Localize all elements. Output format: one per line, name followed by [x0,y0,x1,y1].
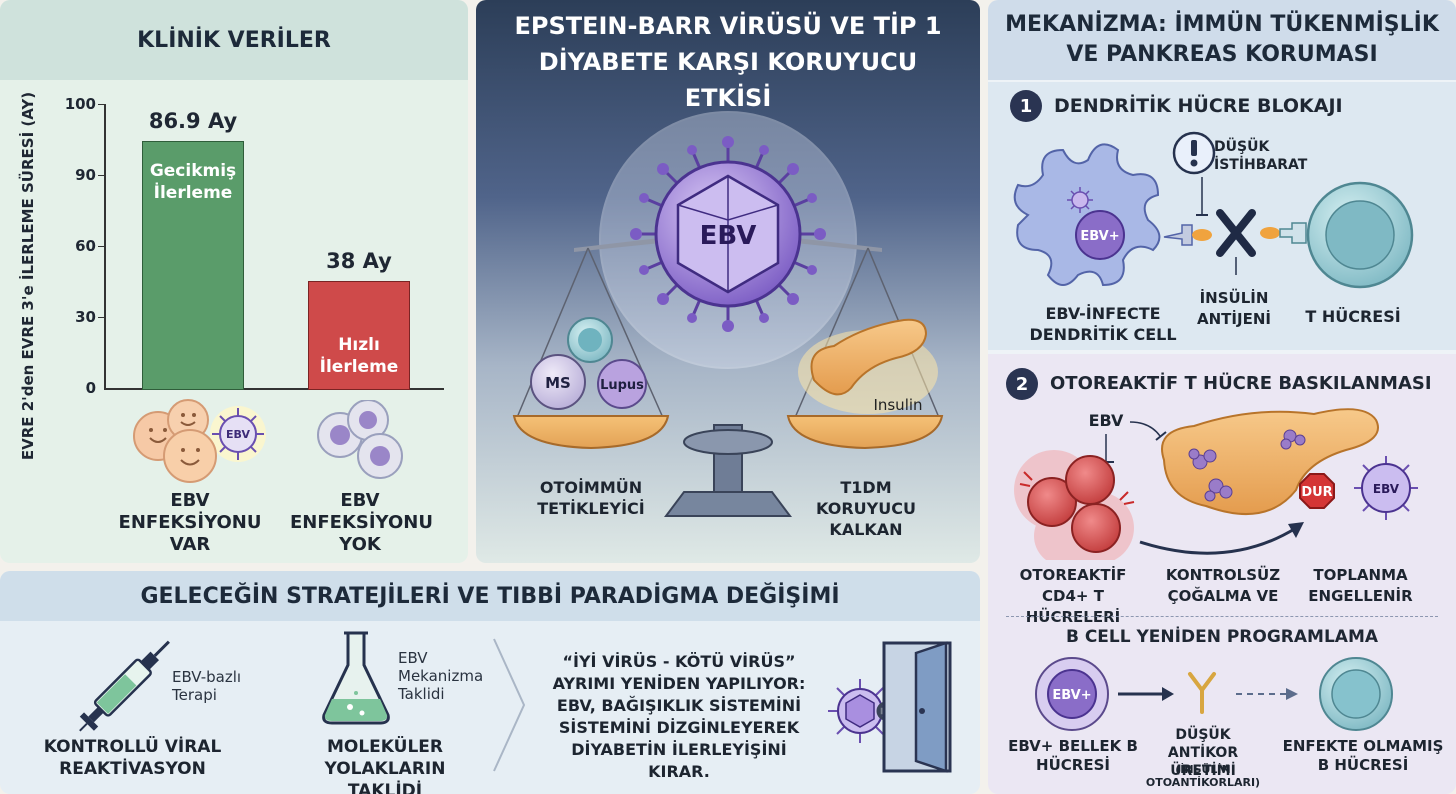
section1-title: DENDRİTİK HÜCRE BLOKAJI [1054,95,1343,117]
molecular-pathways-label: MOLEKÜLER YOLAKLARIN TAKLİDİ [324,737,446,794]
svg-text:Insulin: Insulin [873,396,922,414]
ytick-60: 60 [75,237,96,255]
bar-ebv-positive [142,141,244,390]
bar2-value-label: 38 Ay [326,249,392,274]
controlled-reactivation-label: KONTROLLÜ VİRAL REAKTİVASYON [43,737,222,779]
ebv-memory-b-cell-label: EBV+ BELLEK B HÜCRESİ [1008,737,1138,774]
ms-ball: MS [530,354,586,410]
svg-text:EBV: EBV [226,428,250,441]
section-divider [1006,616,1438,617]
left-caption: OTOİMMÜN TETİKLEYİCİ [537,478,645,518]
right-caption: T1DM KORUYUCU KALKAN [816,478,916,539]
ebv-mechanism-mimic-label: EBV Mekanizma Taklidi [398,649,484,703]
x-axis-line [104,388,444,390]
b-cell-reprogramming-illustration: EBV+ [1035,657,1393,731]
center-panel: EPSTEIN-BARR VİRÜSÜ VE TİP 1 DİYABETE KA… [476,0,980,563]
center-title: EPSTEIN-BARR VİRÜSÜ VE TİP 1 DİYABETE KA… [514,12,942,112]
section1-number: 1 [1010,90,1042,122]
svg-text:Lupus: Lupus [600,378,644,393]
y-axis-line [104,104,106,390]
future-title: GELECEĞİN STRATEJİLERİ VE TIBBİ PARADİGM… [140,583,840,609]
dendritic-block-illustration: EBV+ [1013,131,1414,289]
uninfected-b-cell-label: ENFEKTE OLMAMIŞ B HÜCRESİ [1282,737,1444,774]
dendritic-cell-label: EBV-İNFECTE DENDRİTİK CELL [1029,304,1177,344]
ytick-100: 100 [64,95,96,113]
bar-ebv-negative [308,281,410,390]
flask-icon [322,631,390,725]
ebv-therapy-label: EBV-bazlı Terapi [172,668,242,704]
section2-title: OTOREAKTİF T HÜCRE BASKILANMASI [1050,373,1432,394]
balance-scale-illustration: MS Lupus Insulin [512,111,944,517]
group-label-ebv-yes: EBV ENFEKSİYONU VAR [118,490,262,555]
bar2-inner-label: Hızlı İlerleme [319,335,399,377]
recruitment-blocked-label: TOPLANMA ENGELLENİR [1308,566,1413,605]
ytick-90: 90 [75,166,96,184]
low-antibody-label: DÜŞÜK ANTİKOR ÜRETİMİ [1167,727,1239,779]
pancreas-insulin: Insulin [798,318,938,414]
svg-text:EBV+: EBV+ [1080,229,1119,244]
clinical-header: KLİNİK VERİLER [0,0,468,80]
syringe-icon [79,640,170,732]
lupus-ball: Lupus [597,359,647,409]
paradigm-quote: “İYİ VİRÜS - KÖTÜ VİRÜS” AYRIMI YENİDEN … [552,652,806,781]
low-intel-label: DÜŞÜK İSTİHBARAT [1214,139,1308,173]
section3-title: B CELL YENİDEN PROGRAMLAMA [1065,627,1379,647]
ytick-30: 30 [75,308,96,326]
svg-text:DUR: DUR [1301,485,1332,500]
t-cell-label: T HÜCRESİ [1305,307,1401,326]
t-cell-suppression-illustration: EBV DUR EBV [1014,408,1418,560]
clinical-title: KLİNİK VERİLER [137,27,331,53]
chevron-divider-icon [493,638,526,772]
healthy-faces-icon: EBV [133,399,266,483]
bar1-inner-label: Gecikmiş İlerleme [149,161,237,203]
svg-text:EBV: EBV [700,221,757,251]
mechanism-panel: MEKANİZMA: İMMÜN TÜKENMİŞLİK VE PANKREAS… [988,0,1456,794]
svg-text:EBV+: EBV+ [1052,688,1091,703]
uncontrolled-proliferation-label: KONTROLSÜZ ÇOĞALMA VE [1165,566,1281,605]
insulin-antigen-label: İNSÜLİN ANTİJENİ [1197,289,1271,328]
future-header: GELECEĞİN STRATEJİLERİ VE TIBBİ PARADİGM… [0,571,980,621]
ytick-0: 0 [85,379,96,397]
ebv-virus-small-icon: EBV [210,406,266,462]
bar1-value-label: 86.9 Ay [148,109,238,134]
insulin-autoantibodies-label: (İNSÜLİN OTOANTİKORLARI) [1145,763,1261,789]
svg-text:MS: MS [545,374,571,392]
group-label-ebv-no: EBV ENFEKSİYONU YOK [290,490,433,555]
svg-text:EBV: EBV [1089,411,1124,430]
mechanism-title: MEKANİZMA: İMMÜN TÜKENMİŞLİK VE PANKREAS… [1005,12,1439,67]
immune-cells-icon [317,400,403,479]
future-panel: GELECEĞİN STRATEJİLERİ VE TIBBİ PARADİGM… [0,571,980,794]
autoreactive-cd4-label: OTOREAKTİF CD4+ T HÜCRELERİ [1019,566,1127,626]
virus-key-door-icon [828,641,952,773]
svg-text:EBV: EBV [1373,482,1400,496]
mechanism-header: MEKANİZMA: İMMÜN TÜKENMİŞLİK VE PANKREAS… [988,0,1456,80]
section2-number: 2 [1006,368,1038,400]
clinical-panel: KLİNİK VERİLER EVRE 2'den EVRE 3'e İLERL… [0,0,468,563]
